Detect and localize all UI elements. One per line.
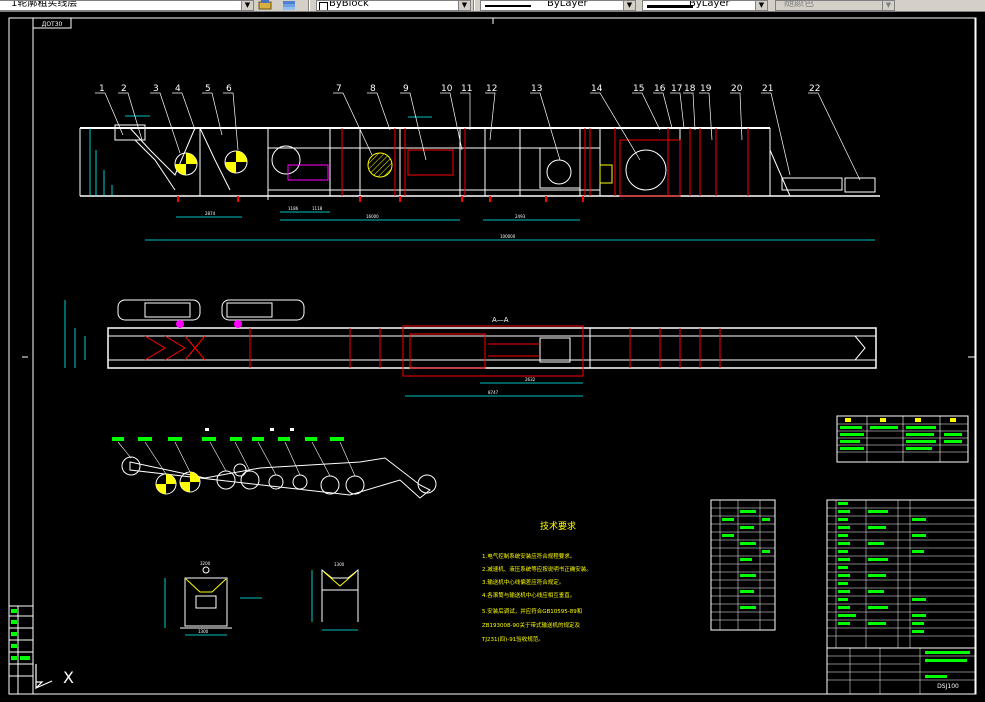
part-number: 8: [370, 84, 376, 94]
svg-text:3200: 3200: [200, 561, 211, 566]
title-block: DSJ100: [826, 647, 976, 695]
cross-section-right: 1300: [311, 562, 359, 631]
plotstyle-value: 随颜色: [784, 0, 814, 9]
svg-text:2874: 2874: [205, 211, 216, 216]
linetype-dropdown[interactable]: ByLayer ▼: [480, 0, 636, 11]
part-number: 11: [461, 84, 472, 94]
specification-table: [836, 415, 969, 463]
plan-view: 2632 8747 A—A: [64, 299, 877, 397]
tech-requirement-line: 2.减速机、液压系统等应按说明书正确安装。: [482, 565, 592, 573]
tech-requirement-line: ZB193008-90关于带式输送机的规定及: [482, 621, 581, 629]
svg-text:8747: 8747: [488, 390, 499, 395]
revision-column: [8, 605, 34, 695]
svg-text:2632: 2632: [525, 377, 536, 382]
tech-requirement-line: 3.输送机中心线偏差应符合规定。: [482, 578, 564, 586]
part-number: 14: [591, 84, 603, 94]
lineweight-dropdown[interactable]: ByLayer ▼: [642, 0, 768, 11]
part-number: 4: [175, 84, 181, 94]
drawing-canvas[interactable]: ДОТ30: [0, 12, 985, 698]
parts-list-small: [710, 499, 776, 631]
linetype-value: ByLayer: [547, 0, 588, 9]
part-number: 19: [700, 84, 712, 94]
tech-requirement-line: 4.各滚筒与输送机中心线应相互垂直。: [482, 591, 575, 599]
part-number: 22: [809, 84, 820, 94]
part-number: 20: [731, 84, 743, 94]
svg-text:1186: 1186: [288, 206, 299, 211]
tech-requirement-line: 5.安装后调试，并应符合GB10595-89和: [482, 607, 582, 615]
svg-text:1300: 1300: [334, 562, 345, 567]
part-number: 16: [654, 84, 666, 94]
cross-section-left: 1300 3200: [164, 561, 262, 636]
part-number: 7: [336, 84, 342, 94]
frame-code: ДОТ30: [42, 21, 63, 28]
section-label: A—A: [492, 316, 509, 324]
chevron-down-icon[interactable]: ▼: [458, 1, 470, 10]
bill-of-materials: [826, 499, 976, 649]
layer-states-icon[interactable]: [282, 0, 296, 10]
ucs-x-label: X: [63, 668, 74, 687]
lineweight-value: ByLayer: [689, 0, 730, 9]
color-value: ByBlock: [329, 0, 369, 9]
drawing-svg: ДОТ30: [8, 17, 977, 695]
svg-text:2493: 2493: [515, 214, 526, 219]
layer-name: 1轮廓粗实线层: [11, 0, 78, 9]
chevron-down-icon[interactable]: ▼: [623, 1, 635, 10]
part-number: 5: [205, 84, 211, 94]
linetype-preview-icon: [485, 5, 531, 7]
part-number: 1: [99, 84, 105, 94]
svg-text:100000: 100000: [500, 234, 516, 239]
part-number: 13: [531, 84, 542, 94]
toolbar-separator: [473, 0, 475, 11]
chevron-down-icon[interactable]: ▼: [241, 1, 253, 10]
toolbar-separator: [308, 0, 310, 11]
chevron-down-icon[interactable]: ▼: [755, 1, 767, 10]
layer-dropdown[interactable]: 1轮廓粗实线层 ▼: [0, 0, 254, 11]
layer-previous-icon[interactable]: [258, 0, 272, 10]
svg-text:16000: 16000: [366, 214, 379, 219]
part-number: 2: [121, 84, 127, 94]
ucs-icon: X: [35, 664, 74, 690]
lineweight-preview-icon: [647, 5, 693, 8]
color-dropdown[interactable]: ByBlock ▼: [316, 0, 471, 11]
part-number: 17: [671, 84, 682, 94]
part-number: 18: [684, 84, 696, 94]
technical-requirements: 技术要求 1.电气控制系统安装应符合规程要求。 2.减速机、液压系统等应按说明书…: [481, 520, 592, 643]
part-number: 10: [441, 84, 453, 94]
chevron-down-icon: ▼: [882, 1, 894, 10]
belt-layout-diagram: [112, 428, 437, 499]
title-block-name: DSJ100: [937, 683, 959, 690]
part-number: 6: [226, 84, 232, 94]
properties-toolbar: 1轮廓粗实线层 ▼ ByBlock ▼ ByLayer ▼ ByLayer ▼ …: [0, 0, 985, 12]
color-swatch-icon: [319, 2, 328, 10]
part-number: 15: [633, 84, 644, 94]
plotstyle-dropdown: 随颜色 ▼: [775, 0, 895, 11]
part-number-labels: 1 2 3 4 5 6 7 8 9 10 11 12 13 14 15 16 1…: [99, 84, 820, 94]
tech-requirement-line: 1.电气控制系统安装应符合规程要求。: [482, 552, 575, 560]
part-number: 12: [486, 84, 497, 94]
part-number: 21: [762, 84, 773, 94]
tech-requirement-line: TJ231(四)-91验收规范。: [481, 635, 544, 643]
frame-code-box: ДОТ30: [32, 17, 72, 29]
part-number: 3: [153, 84, 159, 94]
tech-requirements-title: 技术要求: [540, 520, 576, 532]
svg-text:1300: 1300: [198, 629, 209, 634]
svg-text:1118: 1118: [312, 206, 323, 211]
part-number: 9: [403, 84, 409, 94]
